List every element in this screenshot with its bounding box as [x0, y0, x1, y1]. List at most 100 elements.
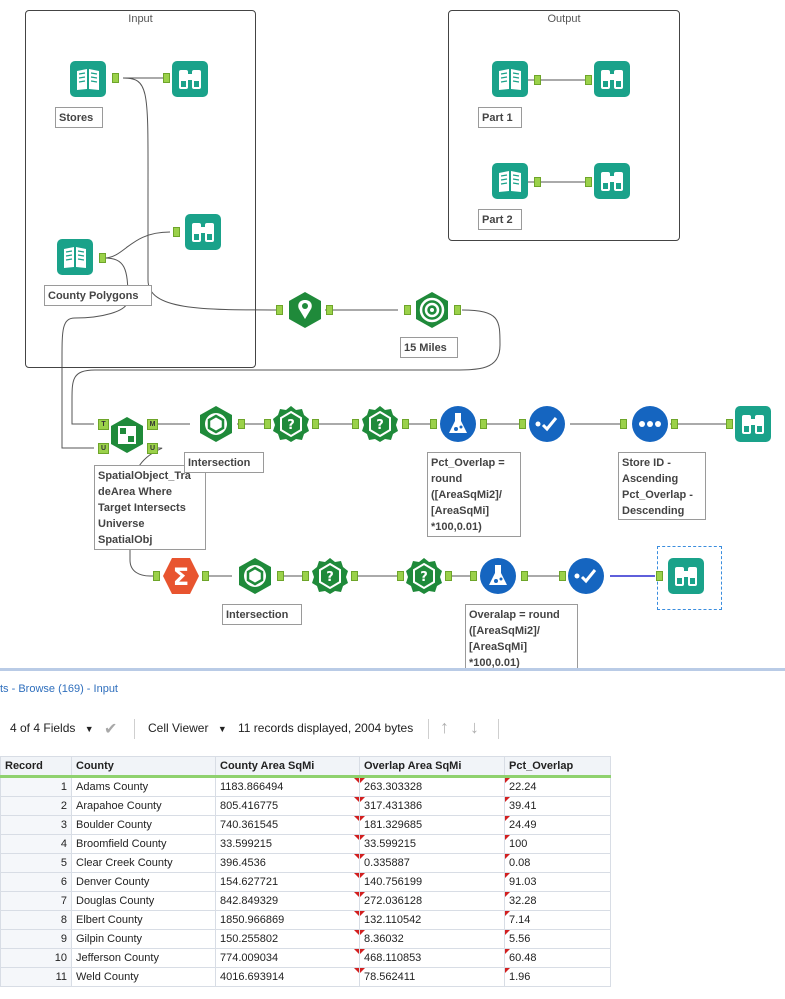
cell-county[interactable]: Elbert County: [71, 910, 216, 930]
fields-dropdown[interactable]: 4 of 4 Fields ▼: [10, 721, 94, 735]
output-anchor[interactable]: [112, 73, 119, 83]
output-anchor[interactable]: [238, 419, 245, 429]
target-rings-icon[interactable]: [413, 291, 451, 329]
output-anchor[interactable]: [99, 253, 106, 263]
cell-overlap-area[interactable]: 8.36032: [359, 929, 505, 949]
cell-pct-overlap[interactable]: 7.14: [504, 910, 611, 930]
pane-divider[interactable]: [0, 668, 785, 671]
binoculars-icon[interactable]: [734, 405, 772, 443]
input-anchor[interactable]: [153, 571, 160, 581]
cell-record[interactable]: 10: [0, 948, 72, 968]
cell-overlap-area[interactable]: 317.431386: [359, 796, 505, 816]
cell-overlap-area[interactable]: 132.110542: [359, 910, 505, 930]
input-anchor[interactable]: [726, 419, 733, 429]
binoculars-icon[interactable]: [184, 213, 222, 251]
cell-county[interactable]: Gilpin County: [71, 929, 216, 949]
binoculars-icon[interactable]: [593, 60, 631, 98]
cell-county[interactable]: Jefferson County: [71, 948, 216, 968]
cell-county-area[interactable]: 33.599215: [215, 834, 360, 854]
cell-pct-overlap[interactable]: 60.48: [504, 948, 611, 968]
map-pin-icon[interactable]: [286, 291, 324, 329]
cell-overlap-area[interactable]: 263.303328: [359, 776, 505, 797]
input-anchor[interactable]: [585, 75, 592, 85]
cell-record[interactable]: 8: [0, 910, 72, 930]
cell-pct-overlap[interactable]: 5.56: [504, 929, 611, 949]
cell-record[interactable]: 3: [0, 815, 72, 835]
cell-pct-overlap[interactable]: 100: [504, 834, 611, 854]
question-badge-icon[interactable]: [311, 557, 349, 595]
output-anchor[interactable]: [534, 177, 541, 187]
cell-record[interactable]: 5: [0, 853, 72, 873]
output-anchor[interactable]: [326, 305, 333, 315]
puzzle-icon[interactable]: [108, 416, 146, 454]
output-container[interactable]: Output: [448, 10, 680, 241]
cell-county[interactable]: Adams County: [71, 776, 216, 797]
cell-overlap-area[interactable]: 272.036128: [359, 891, 505, 911]
binoculars-icon[interactable]: [593, 162, 631, 200]
cell-record[interactable]: 1: [0, 776, 72, 797]
input-anchor[interactable]: [519, 419, 526, 429]
book-input-icon[interactable]: [56, 238, 94, 276]
select-check-icon[interactable]: [567, 557, 605, 595]
input-anchor[interactable]: [173, 227, 180, 237]
output-anchor[interactable]: [480, 419, 487, 429]
cell-county[interactable]: Weld County: [71, 967, 216, 987]
cell-county-area[interactable]: 842.849329: [215, 891, 360, 911]
results-table[interactable]: Record County County Area SqMi Overlap A…: [0, 756, 611, 987]
cell-pct-overlap[interactable]: 24.49: [504, 815, 611, 835]
cell-overlap-area[interactable]: 468.110853: [359, 948, 505, 968]
anchor-u[interactable]: U: [98, 443, 109, 454]
output-anchor[interactable]: [445, 571, 452, 581]
cell-county[interactable]: Arapahoe County: [71, 796, 216, 816]
cell-county[interactable]: Broomfield County: [71, 834, 216, 854]
input-anchor[interactable]: [620, 419, 627, 429]
cell-county[interactable]: Denver County: [71, 872, 216, 892]
cell-record[interactable]: 4: [0, 834, 72, 854]
input-anchor[interactable]: [585, 177, 592, 187]
anchor-m[interactable]: M: [147, 419, 158, 430]
binoculars-icon[interactable]: [171, 60, 209, 98]
output-anchor[interactable]: [277, 571, 284, 581]
arrow-up-icon[interactable]: ↑: [440, 717, 449, 737]
cell-pct-overlap[interactable]: 1.96: [504, 967, 611, 987]
question-badge-icon[interactable]: [405, 557, 443, 595]
cell-county-area[interactable]: 805.416775: [215, 796, 360, 816]
question-badge-icon[interactable]: [272, 405, 310, 443]
cell-pct-overlap[interactable]: 39.41: [504, 796, 611, 816]
cell-pct-overlap[interactable]: 22.24: [504, 776, 611, 797]
output-anchor[interactable]: [671, 419, 678, 429]
input-anchor[interactable]: [163, 73, 170, 83]
book-input-icon[interactable]: [69, 60, 107, 98]
cell-record[interactable]: 9: [0, 929, 72, 949]
input-container[interactable]: Input: [25, 10, 256, 368]
cell-county-area[interactable]: 150.255802: [215, 929, 360, 949]
cell-record[interactable]: 6: [0, 872, 72, 892]
cell-record[interactable]: 11: [0, 967, 72, 987]
input-anchor[interactable]: [404, 305, 411, 315]
input-anchor[interactable]: [430, 419, 437, 429]
cell-county-area[interactable]: 154.627721: [215, 872, 360, 892]
cell-county-area[interactable]: 774.009034: [215, 948, 360, 968]
output-anchor[interactable]: [351, 571, 358, 581]
input-anchor[interactable]: [397, 571, 404, 581]
output-anchor[interactable]: [534, 75, 541, 85]
select-check-icon[interactable]: [528, 405, 566, 443]
cell-county[interactable]: Douglas County: [71, 891, 216, 911]
cell-county-area[interactable]: 1183.866494: [215, 776, 360, 797]
cell-county-area[interactable]: 740.361545: [215, 815, 360, 835]
input-anchor[interactable]: [656, 571, 663, 581]
input-anchor[interactable]: [559, 571, 566, 581]
column-header-record[interactable]: Record: [0, 756, 72, 778]
input-anchor[interactable]: [276, 305, 283, 315]
cell-overlap-area[interactable]: 140.756199: [359, 872, 505, 892]
column-header-pct-overlap[interactable]: Pct_Overlap: [504, 756, 611, 778]
check-icon[interactable]: ✔: [104, 721, 118, 738]
binoculars-icon[interactable]: [667, 557, 705, 595]
